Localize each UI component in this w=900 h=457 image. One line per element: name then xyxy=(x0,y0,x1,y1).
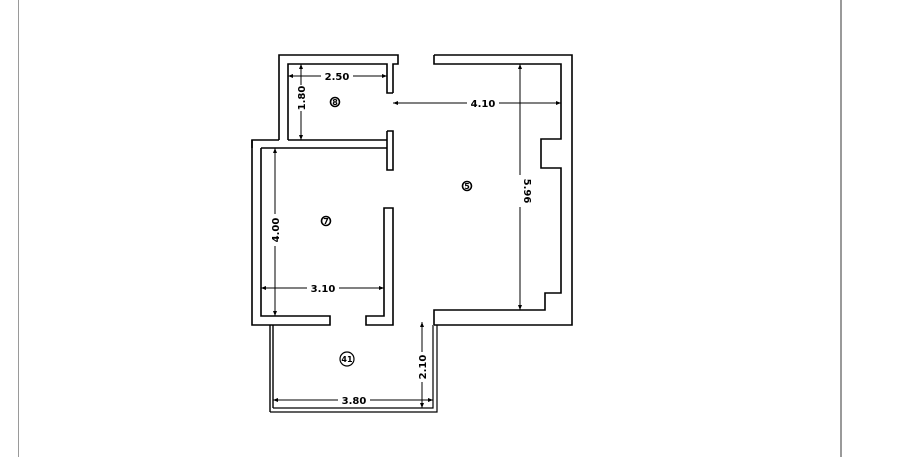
dim-text-5-96: 5.96 xyxy=(521,179,532,204)
room-label-41: 41 xyxy=(339,351,355,367)
wall-room8-room7-divider xyxy=(261,139,387,149)
dim-text-3-10: 3.10 xyxy=(311,284,336,295)
wall-room8-bottom-stub xyxy=(386,130,394,171)
svg-text:7: 7 xyxy=(323,217,329,226)
room-label-5: 5 xyxy=(461,180,473,192)
wall-room41-bottom xyxy=(270,325,438,413)
room-labels: 8 5 7 41 xyxy=(320,96,473,367)
frame-right-border xyxy=(840,0,842,457)
wall-room8-left-step xyxy=(251,139,279,148)
dim-arrowheads xyxy=(261,64,561,408)
wall-room5-top xyxy=(434,54,573,326)
wall-room5-inner xyxy=(433,55,562,325)
room-label-7: 7 xyxy=(320,215,332,227)
dim-text-4-00: 4.00 xyxy=(271,218,282,243)
dim-text-1-80: 1.80 xyxy=(297,86,308,111)
dim-text-2-50: 2.50 xyxy=(325,72,350,83)
svg-text:41: 41 xyxy=(341,355,353,364)
dim-text-4-10: 4.10 xyxy=(471,99,496,110)
wall-room8-inner xyxy=(287,63,393,140)
dimensions: 2.50 1.80 4.10 5.96 4.00 3.10 3.80 2.10 xyxy=(261,64,561,408)
wall-room41-left xyxy=(269,325,274,412)
svg-text:8: 8 xyxy=(332,98,338,107)
wall-room7-left-outer xyxy=(251,140,331,326)
dim-text-3-80: 3.80 xyxy=(342,396,367,407)
room-label-8: 8 xyxy=(329,96,341,108)
wall-room7-right xyxy=(365,207,394,326)
frame-left-border xyxy=(18,0,19,457)
svg-text:5: 5 xyxy=(464,182,470,191)
dim-text-2-10: 2.10 xyxy=(418,355,429,380)
walls xyxy=(251,54,573,413)
wall-room8-outer xyxy=(278,54,399,140)
